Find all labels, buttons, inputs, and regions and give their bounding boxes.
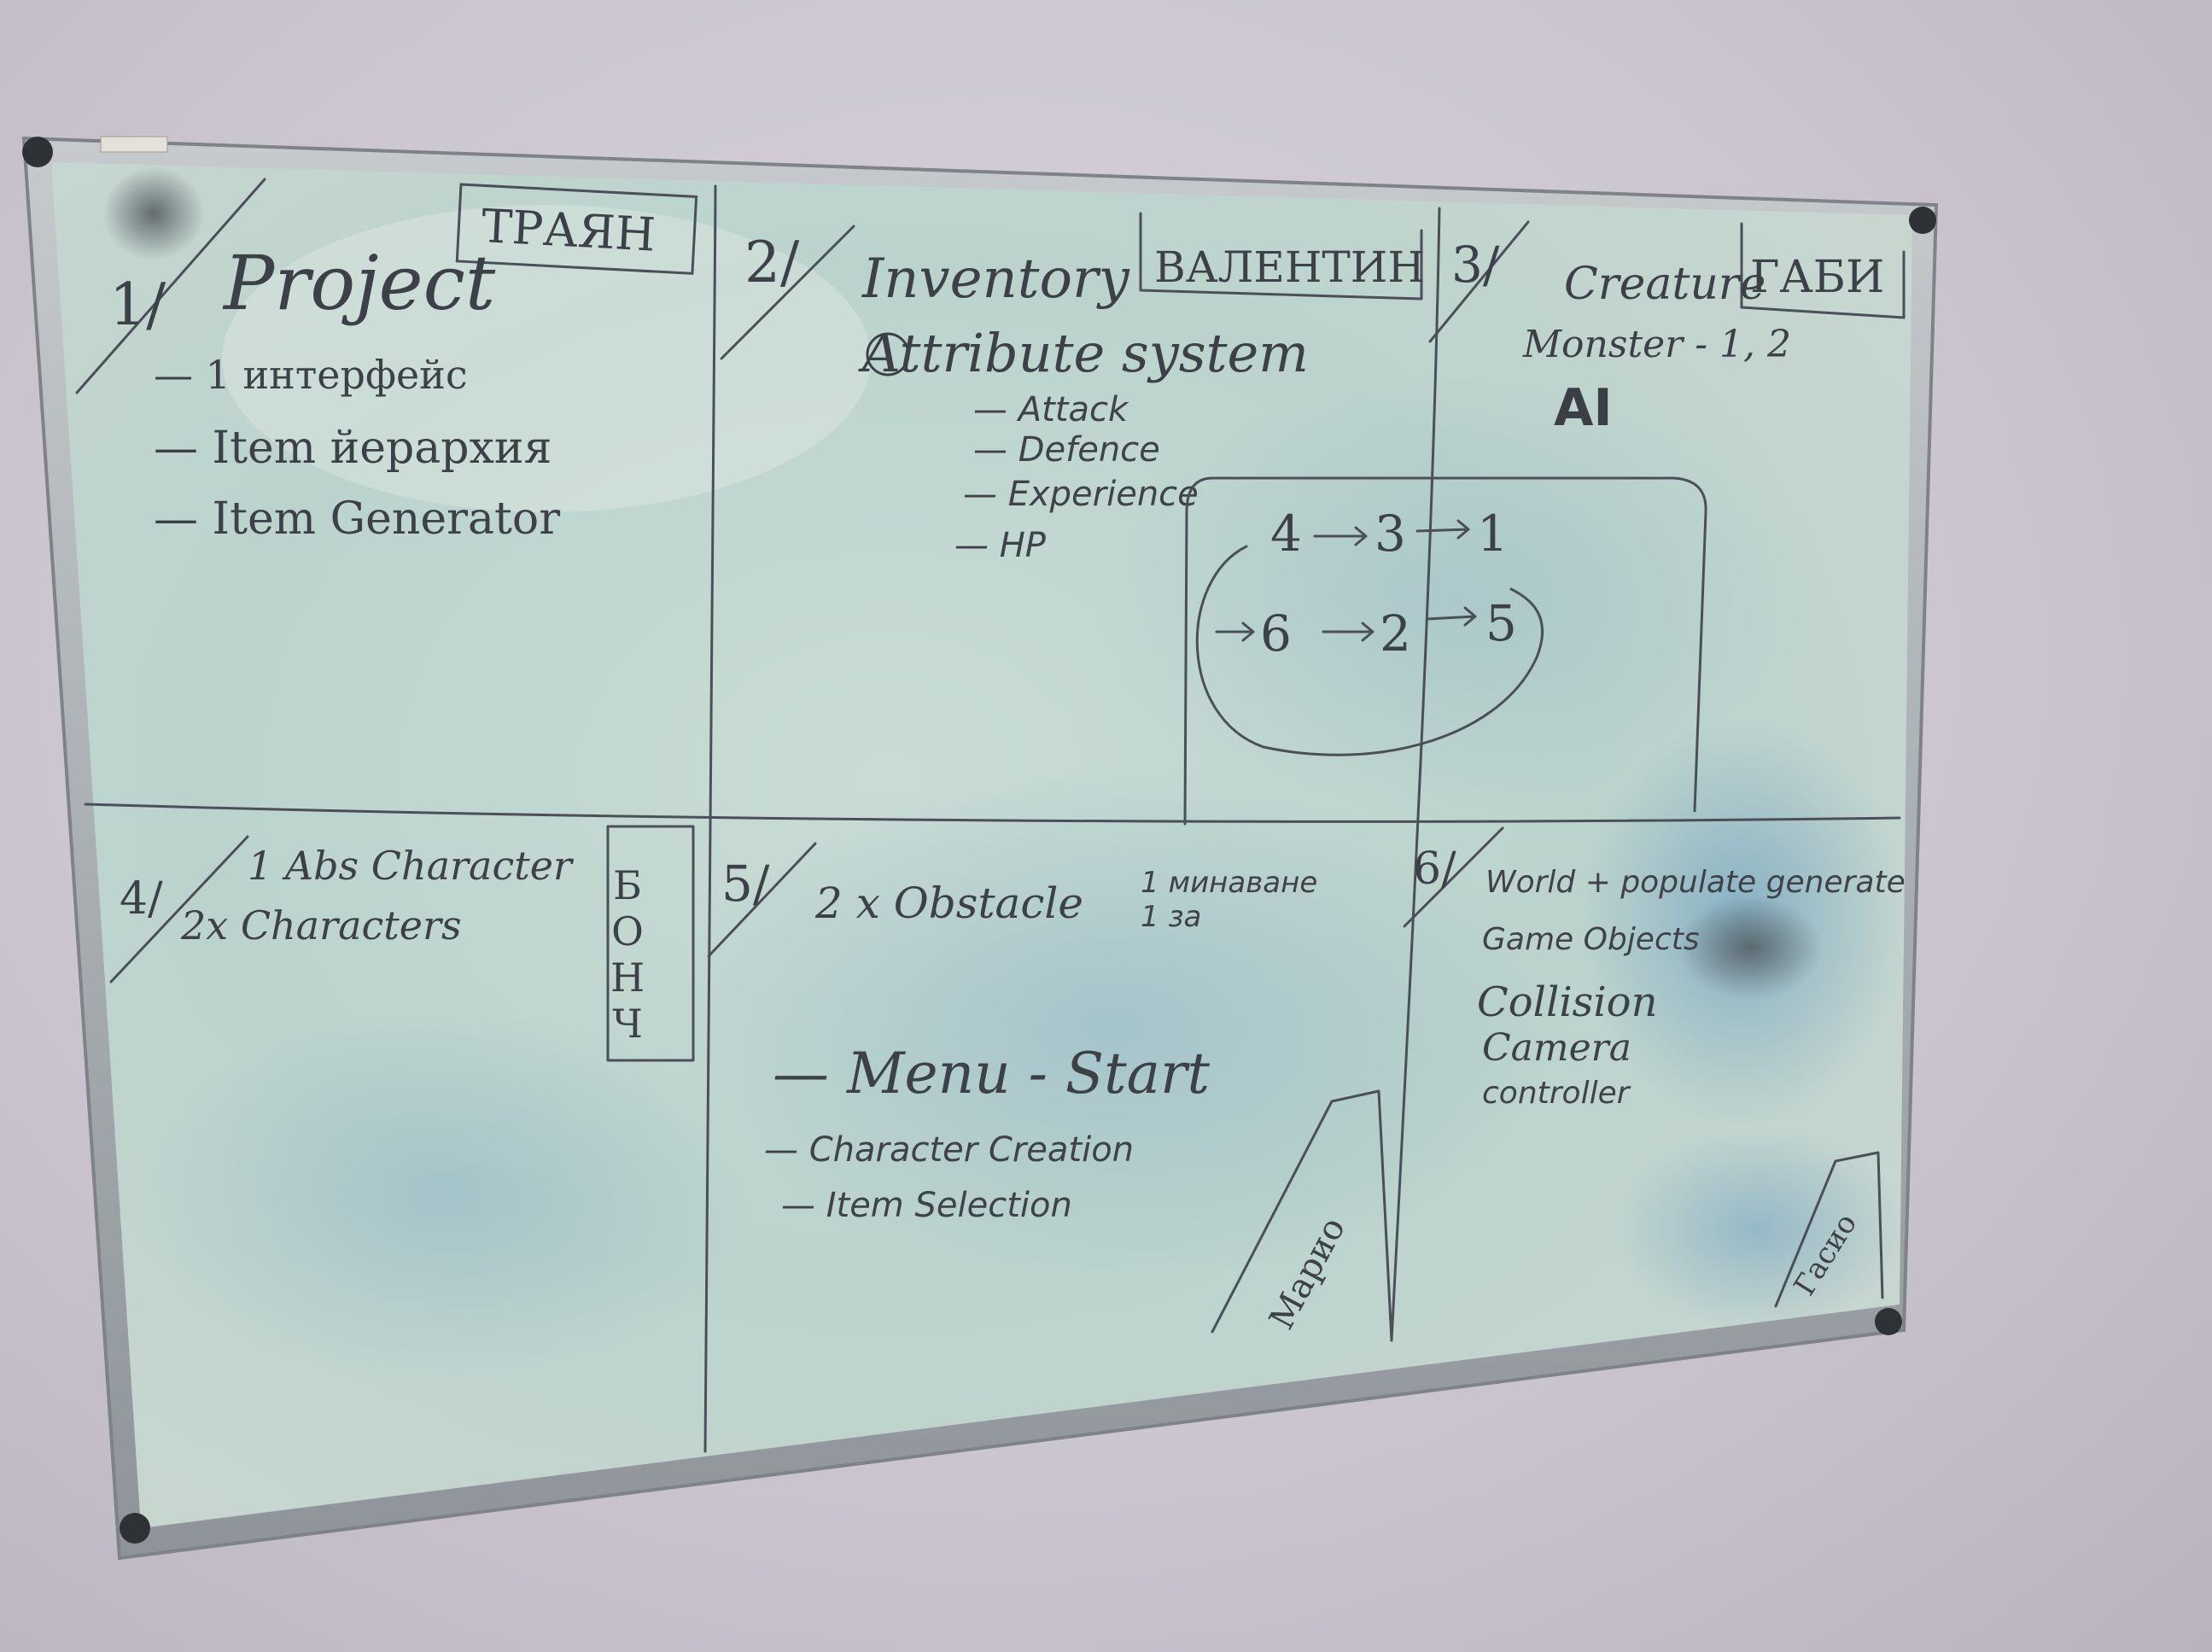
name-tag-box xyxy=(1740,222,1906,319)
list-item: — Item йерархия xyxy=(154,423,552,474)
cell-number-slash xyxy=(1403,826,1504,928)
frame-corner-cap xyxy=(22,137,53,167)
list-item: — Attack xyxy=(973,390,1129,429)
flow-loop xyxy=(1195,545,1544,756)
name-tag-box xyxy=(606,825,695,1062)
list-item: 1 Abs Character xyxy=(248,843,575,889)
flow-arrow xyxy=(1415,519,1470,540)
cell-number-slash xyxy=(720,225,855,360)
flow-node: 3 xyxy=(1374,505,1406,563)
flow-node: 6 xyxy=(1260,604,1292,663)
cell-number-slash xyxy=(707,842,817,958)
flow-arrow xyxy=(1313,526,1368,546)
frame-label-sticker xyxy=(100,136,168,153)
cell-number-slash xyxy=(75,178,266,394)
list-item: — Menu - Start xyxy=(773,1041,1211,1106)
cell-4: 4/ 1 Abs Character 2x Characters БОНЧ xyxy=(109,825,695,1062)
cell-subtitle: Attribute system xyxy=(858,322,1309,384)
list-item: — Item Generator xyxy=(154,493,560,545)
cell-number-slash xyxy=(109,835,249,984)
list-item: Camera xyxy=(1482,1026,1631,1070)
cell-6: 6/ World + populate generate Game Object… xyxy=(1403,826,1906,1308)
list-item: — HP xyxy=(954,526,1047,565)
name-tag: БОНЧ xyxy=(604,862,651,1047)
frame-corner-cap xyxy=(120,1513,150,1544)
cell-number: 1/ xyxy=(109,271,166,339)
list-item: — Character Creation xyxy=(764,1130,1134,1170)
cell-title: World + populate generate xyxy=(1485,865,1906,900)
cell-number: 3/ xyxy=(1451,236,1500,294)
list-item: 2x Characters xyxy=(180,902,462,949)
flow-node: 4 xyxy=(1270,505,1302,563)
cell-title: Creature xyxy=(1564,259,1766,310)
flow-node: 1 xyxy=(1477,505,1509,563)
cell-title: Inventory xyxy=(861,248,1130,311)
frame-corner-cap xyxy=(1909,207,1936,234)
list-item: — Item Selection xyxy=(781,1186,1072,1225)
corner-tag-box xyxy=(1774,1151,1884,1308)
list-item: — Defence xyxy=(973,430,1160,470)
flow-arrow xyxy=(1322,622,1374,642)
name-tag-box xyxy=(455,183,698,275)
name-tag: ГАБИ xyxy=(1750,252,1884,303)
name-tag: ТРАЯН xyxy=(480,199,657,262)
cell-number: 2/ xyxy=(744,230,800,295)
cell-1: 1/ ТРАЯН Project — 1 интерфейс — Item йе… xyxy=(75,178,698,545)
note-line: 1 минаване xyxy=(1141,866,1317,900)
cell-title: Project xyxy=(222,239,496,327)
cell-title: 2 x Obstacle xyxy=(814,879,1083,928)
cell-number: 5/ xyxy=(721,855,770,913)
flow-arrow xyxy=(1215,622,1255,642)
flow-node: 2 xyxy=(1380,604,1411,663)
bullet-circle xyxy=(866,332,910,377)
list-item: controller xyxy=(1482,1076,1631,1111)
cell-number-slash xyxy=(1428,220,1530,343)
grid-lines xyxy=(84,184,1901,1453)
cell-line: Monster - 1, 2 xyxy=(1522,323,1791,366)
list-item: Collision xyxy=(1477,978,1657,1026)
smudges xyxy=(102,166,1904,1383)
cell-2: 2/ ВАЛЕНТИН Inventory Attribute system —… xyxy=(720,212,1425,565)
cell-number: 4/ xyxy=(120,873,163,925)
list-item: — Experience xyxy=(963,475,1199,514)
flow-node: 5 xyxy=(1485,594,1517,652)
cell-line: AI xyxy=(1554,378,1613,438)
cell-3: 3/ ГАБИ Creature Monster - 1, 2 AI 4 3 1… xyxy=(1183,220,1906,826)
flow-box xyxy=(1183,476,1707,826)
list-item: Game Objects xyxy=(1482,922,1700,957)
flow-arrow xyxy=(1426,606,1477,627)
name-tag: ВАЛЕНТИН xyxy=(1154,242,1425,292)
cell-number: 6/ xyxy=(1413,844,1456,895)
frame-corner-cap xyxy=(1875,1308,1902,1335)
list-item: — 1 интерфейс xyxy=(154,352,468,398)
cell-5: 5/ 2 x Obstacle 1 минаване 1 за — Menu -… xyxy=(707,842,1393,1342)
note-line: 1 за xyxy=(1141,900,1201,934)
name-tag-box xyxy=(1139,212,1423,301)
corner-tag-box xyxy=(1211,1089,1393,1342)
